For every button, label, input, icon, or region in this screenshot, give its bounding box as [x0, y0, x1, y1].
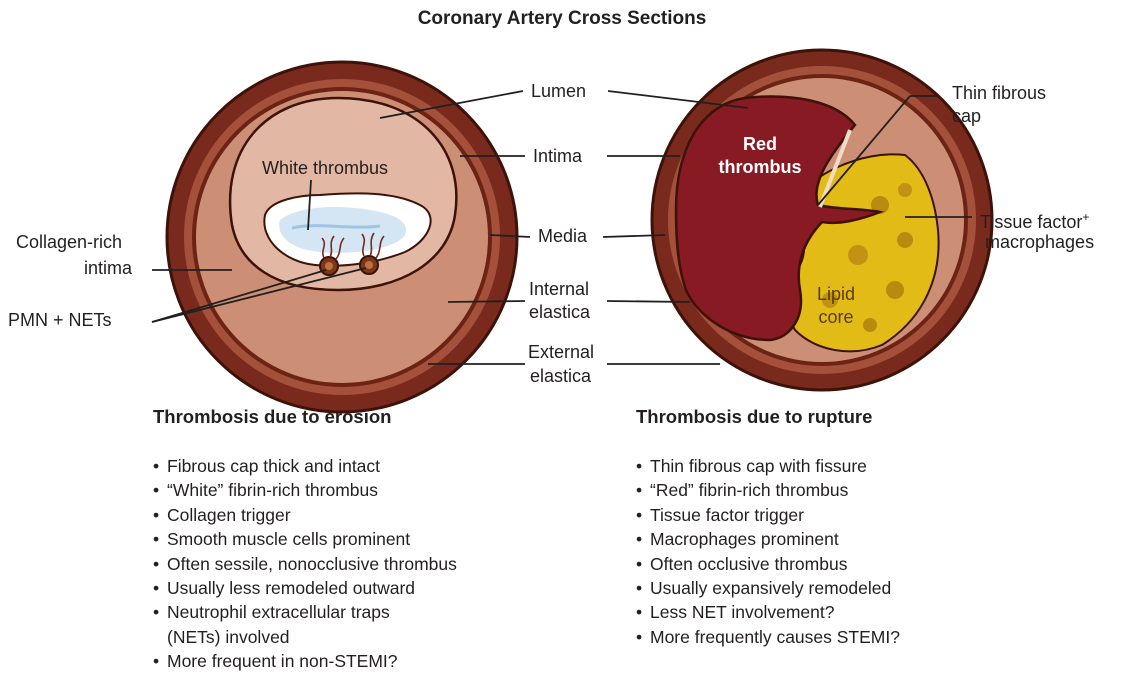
list-item-text: “White” fibrin-rich thrombus — [167, 480, 378, 500]
list-item: • Often sessile, nonocclusive thrombus — [153, 552, 457, 576]
lipid-macrophage — [848, 245, 868, 265]
label-media: Media — [538, 225, 587, 247]
list-item-text: Less NET involvement? — [650, 602, 835, 622]
label-lumen: Lumen — [531, 80, 586, 102]
white-thrombus-strand — [292, 226, 380, 228]
list-item-text: Smooth muscle cells prominent — [167, 529, 410, 549]
label-tissue-factor-sup: + — [1082, 210, 1089, 224]
list-item: • Macrophages prominent — [636, 527, 900, 551]
label-intima: Intima — [533, 145, 582, 167]
list-item-text: Macrophages prominent — [650, 529, 839, 549]
list-item: • Usually less remodeled outward — [153, 576, 457, 600]
label-thin-cap-1: Thin fibrous — [952, 82, 1046, 104]
list-item: • Thin fibrous cap with fissure — [636, 454, 900, 478]
list-item-text: Often occlusive thrombus — [650, 554, 847, 574]
list-item-text: Tissue factor trigger — [650, 505, 804, 525]
label-external-elastica-1: External — [528, 341, 594, 363]
label-internal-elastica-1: Internal — [529, 278, 589, 300]
list-item: • Fibrous cap thick and intact — [153, 454, 457, 478]
list-item-text: Neutrophil extracellular traps — [167, 602, 390, 622]
rupture-heading: Thrombosis due to rupture — [636, 406, 872, 428]
bullet: • — [636, 478, 642, 502]
leader-internal-elastica-right — [607, 301, 690, 302]
bullet: • — [153, 454, 159, 478]
list-item: • “White” fibrin-rich thrombus — [153, 478, 457, 502]
erosion-heading: Thrombosis due to erosion — [153, 406, 391, 428]
list-item-text: More frequently causes STEMI? — [650, 627, 900, 647]
bullet: • — [153, 600, 159, 624]
bullet: • — [636, 503, 642, 527]
bullet: • — [153, 649, 159, 673]
list-item: • “Red” fibrin-rich thrombus — [636, 478, 900, 502]
list-item: • More frequently causes STEMI? — [636, 625, 900, 649]
list-item-text: “Red” fibrin-rich thrombus — [650, 480, 848, 500]
label-collagen-rich-1: Collagen-rich — [16, 231, 122, 253]
bullet: • — [636, 625, 642, 649]
list-item-text: More frequent in non-STEMI? — [167, 651, 398, 671]
label-tissue-factor-1: Tissue factor+ — [980, 206, 1089, 233]
list-item: • Collagen trigger — [153, 503, 457, 527]
label-red-thrombus-1: Red — [730, 133, 790, 155]
list-item: • Smooth muscle cells prominent — [153, 527, 457, 551]
list-item-text: Often sessile, nonocclusive thrombus — [167, 554, 457, 574]
list-item: • Usually expansively remodeled — [636, 576, 900, 600]
label-tissue-factor-text: Tissue factor — [980, 212, 1082, 232]
bullet: • — [636, 576, 642, 600]
rupture-list: • Thin fibrous cap with fissure • “Red” fi… — [636, 454, 900, 649]
list-item-text: Usually less remodeled outward — [167, 578, 415, 598]
list-item-text: Usually expansively remodeled — [650, 578, 891, 598]
list-item: • Less NET involvement? — [636, 600, 900, 624]
label-lipid-2: core — [806, 306, 866, 328]
rupture-artery — [652, 50, 992, 390]
list-item-text: Thin fibrous cap with fissure — [650, 456, 867, 476]
bullet: • — [636, 600, 642, 624]
bullet: • — [153, 552, 159, 576]
label-external-elastica-2: elastica — [530, 365, 591, 387]
lipid-macrophage — [897, 232, 913, 248]
erosion-list: • Fibrous cap thick and intact • “White” f… — [153, 454, 457, 674]
bullet: • — [153, 576, 159, 600]
label-internal-elastica-2: elastica — [529, 301, 590, 323]
list-item-text: Fibrous cap thick and intact — [167, 456, 380, 476]
list-item: • Neutrophil extracellular traps (NETs) in… — [153, 600, 457, 649]
bullet: • — [636, 454, 642, 478]
label-thin-cap-2: cap — [952, 105, 981, 127]
label-red-thrombus-2: thrombus — [700, 156, 820, 178]
pmn-cell-nucleus — [365, 261, 373, 269]
leader-internal-elastica-left — [448, 301, 525, 302]
list-item: • Tissue factor trigger — [636, 503, 900, 527]
label-white-thrombus: White thrombus — [262, 157, 388, 179]
bullet: • — [153, 478, 159, 502]
label-lipid-1: Lipid — [806, 283, 866, 305]
erosion-artery — [167, 62, 517, 412]
bullet: • — [153, 503, 159, 527]
pmn-cell-nucleus — [325, 262, 333, 270]
lipid-macrophage — [898, 183, 912, 197]
list-item-text: Collagen trigger — [167, 505, 291, 525]
bullet: • — [153, 527, 159, 551]
label-pmn-nets: PMN + NETs — [8, 309, 112, 331]
bullet: • — [636, 527, 642, 551]
bullet: • — [636, 552, 642, 576]
list-item: • Often occlusive thrombus — [636, 552, 900, 576]
white-thrombus-fibrin — [279, 207, 406, 253]
label-tissue-factor-2: macrophages — [985, 231, 1094, 253]
list-item-continuation: (NETs) involved — [167, 625, 457, 649]
lipid-macrophage — [886, 281, 904, 299]
list-item: • More frequent in non-STEMI? — [153, 649, 457, 673]
label-collagen-rich-2: intima — [84, 257, 132, 279]
